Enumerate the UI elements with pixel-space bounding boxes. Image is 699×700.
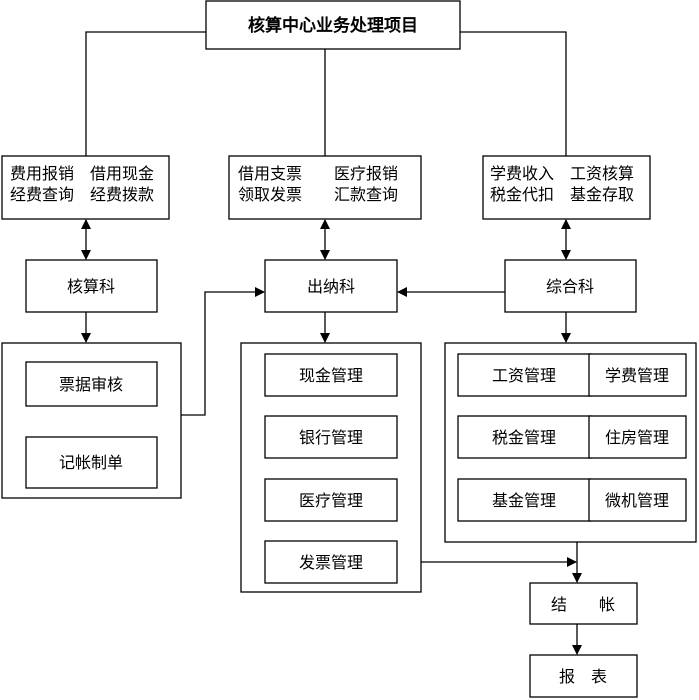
department-cashier: 出纳科: [264, 259, 398, 313]
svg-text:医疗报销: 医疗报销: [334, 164, 398, 183]
svg-text:票据审核: 票据审核: [59, 375, 123, 394]
svg-text:医疗管理: 医疗管理: [299, 491, 363, 510]
svg-text:税金代扣: 税金代扣: [490, 185, 554, 204]
accounting-tasks-group: 票据审核 记帐制单: [1, 342, 182, 499]
top-box-middle: 借用支票 医疗报销 领取发票 汇款查询: [228, 155, 422, 220]
svg-text:微机管理: 微机管理: [605, 491, 669, 510]
svg-text:出纳科: 出纳科: [307, 277, 355, 296]
svg-text:经费查询: 经费查询: [10, 185, 74, 204]
svg-text:费用报销: 费用报销: [10, 164, 74, 183]
svg-text:学费管理: 学费管理: [605, 366, 669, 385]
svg-text:核算科: 核算科: [67, 277, 115, 296]
svg-text:经费拨款: 经费拨款: [90, 185, 154, 204]
svg-text:学费收入: 学费收入: [490, 164, 554, 183]
connector-line: [460, 31, 567, 156]
svg-text:借用现金: 借用现金: [90, 164, 154, 183]
report-box: 报 表: [529, 654, 638, 698]
svg-text:汇款查询: 汇款查询: [334, 185, 398, 204]
svg-text:基金管理: 基金管理: [492, 491, 556, 510]
svg-text:借用支票: 借用支票: [238, 164, 302, 183]
svg-text:领取发票: 领取发票: [238, 185, 302, 204]
connector-line: [85, 31, 206, 156]
svg-text:税金管理: 税金管理: [492, 428, 556, 447]
svg-text:住房管理: 住房管理: [605, 428, 669, 447]
general-tasks-group: 工资管理 学费管理 税金管理 住房管理 基金管理 微机管理: [444, 342, 697, 543]
title-box: [205, 0, 461, 50]
svg-text:记帐制单: 记帐制单: [59, 453, 123, 472]
closing-box: 结 帐: [529, 582, 638, 625]
department-general: 综合科: [504, 259, 637, 313]
svg-text:基金存取: 基金存取: [570, 185, 634, 204]
diagram-title: 核算中心业务处理项目: [248, 15, 418, 36]
svg-text:现金管理: 现金管理: [299, 366, 363, 385]
arrow-accounting-to-cashier: [181, 287, 265, 416]
top-box-right: 学费收入 工资核算 税金代扣 基金存取: [482, 155, 651, 220]
svg-text:发票管理: 发票管理: [299, 553, 363, 572]
svg-text:结 帐: 结 帐: [551, 595, 615, 614]
department-accounting: 核算科: [25, 259, 158, 313]
svg-text:工资核算: 工资核算: [570, 164, 634, 183]
top-box-left: 费用报销 借用现金 经费查询 经费拨款: [1, 155, 170, 220]
svg-text:报 表: 报 表: [559, 667, 607, 686]
svg-text:综合科: 综合科: [546, 277, 594, 296]
svg-text:银行管理: 银行管理: [299, 428, 363, 447]
svg-text:工资管理: 工资管理: [492, 366, 556, 385]
cashier-tasks-group: 现金管理 银行管理 医疗管理 发票管理: [240, 342, 422, 593]
